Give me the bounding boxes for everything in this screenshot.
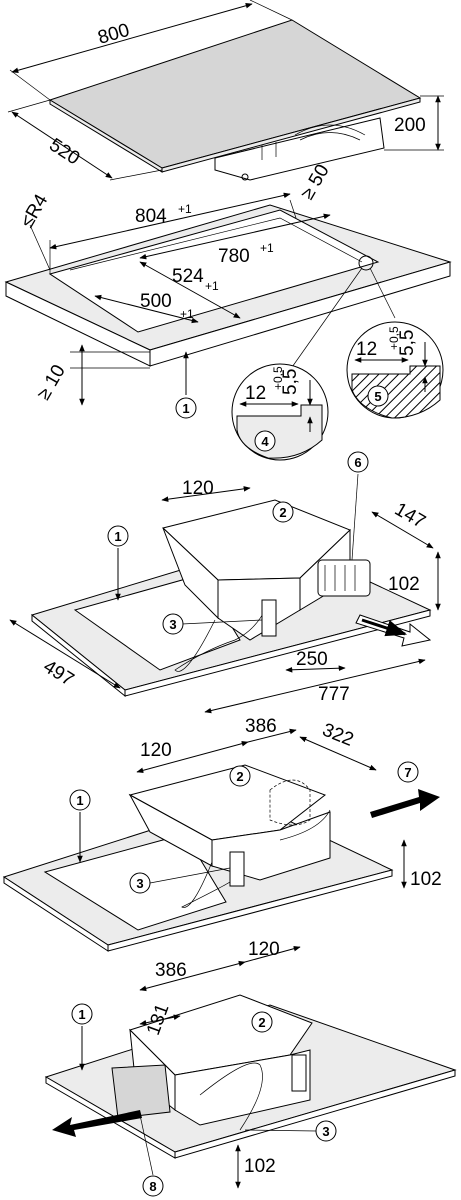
- fig3-dim-147: 147: [391, 499, 429, 533]
- ref-1-callout: [175, 397, 197, 419]
- fig3-duct-outlet: [317, 559, 371, 597]
- fig4-dim-322: 322: [319, 720, 356, 751]
- fig5-ref-8: 8: [149, 1179, 156, 1194]
- detail-4: 12 5,5 +0,5 4: [231, 363, 329, 461]
- detail4-ref: 4: [261, 434, 269, 449]
- fig1-hob: 800 520 200: [7, 0, 444, 181]
- fig4-dim-120: 120: [140, 740, 172, 761]
- fig3-ref-1: 1: [114, 529, 121, 544]
- detail4-tol: +0,5: [271, 366, 285, 390]
- dim-500-tol: +1: [180, 307, 194, 321]
- detail4-width: 12: [245, 383, 266, 404]
- detail4-depth: 5,5: [280, 369, 301, 395]
- fig4-ref-2: 2: [236, 769, 243, 784]
- dim-depth-520: 520: [45, 135, 83, 170]
- ref-1-label: 1: [182, 401, 189, 416]
- fig3-dim-777: 777: [318, 684, 350, 705]
- detail5-ref: 5: [374, 389, 381, 404]
- fig3-dim-102: 102: [388, 574, 420, 595]
- detail5-depth: 5,5: [397, 330, 418, 356]
- fig5-dim-386: 386: [155, 960, 187, 981]
- dim-corner-radius: ≤R4: [17, 190, 53, 231]
- detail5-tol: +0,5: [387, 326, 401, 350]
- fig4-rear-extraction: 120 386 322 102 1 2 3 7: [2, 716, 442, 952]
- dim-width-800: 800: [96, 20, 132, 49]
- dim-500: 500: [140, 291, 172, 312]
- dim-804: 804: [135, 206, 167, 227]
- dim-804-tol: +1: [178, 202, 192, 216]
- fig3-connector: [261, 599, 277, 637]
- fig3-ref-3: 3: [169, 617, 176, 632]
- fig3-dim-250: 250: [296, 649, 328, 670]
- dim-780: 780: [218, 246, 250, 267]
- fig4-ref-1: 1: [76, 793, 83, 808]
- fig3-rear-extraction: 120 147 102 250 497 777 1 2 3 6: [9, 451, 441, 714]
- fig5-front-extraction: 386 120 131 102 1 2 3 8: [44, 939, 457, 1197]
- fig3-ref-6: 6: [354, 455, 361, 470]
- fig2-worktop: ≤R4 804 +1 ≥ 50 780 +1 524 +1 500 +1 ≥ 1…: [4, 161, 452, 461]
- detail-5: 12 5,5 +0,5 5: [346, 321, 444, 419]
- fig3-ref-2: 2: [279, 505, 286, 520]
- fig4-dim-102: 102: [410, 869, 442, 890]
- dim-524-tol: +1: [205, 279, 219, 293]
- fig5-dim-120: 120: [248, 939, 280, 960]
- fig4-ref-3: 3: [136, 876, 143, 891]
- dim-524: 524: [172, 266, 204, 287]
- fig5-ref-3: 3: [322, 1124, 329, 1139]
- fig4-dim-386: 386: [245, 716, 277, 737]
- fig3-dim-120: 120: [182, 478, 214, 499]
- detail5-width: 12: [356, 339, 377, 360]
- fig3-dim-497: 497: [39, 656, 77, 691]
- fig5-ref-1: 1: [78, 1007, 85, 1022]
- fig4-ref-7: 7: [404, 765, 411, 780]
- fig5-dim-102: 102: [244, 1156, 276, 1177]
- fig5-ref-2: 2: [258, 1015, 265, 1030]
- dim-height-200: 200: [394, 115, 426, 136]
- dim-min-thickness: ≥ 10: [33, 361, 70, 403]
- dim-780-tol: +1: [260, 241, 274, 255]
